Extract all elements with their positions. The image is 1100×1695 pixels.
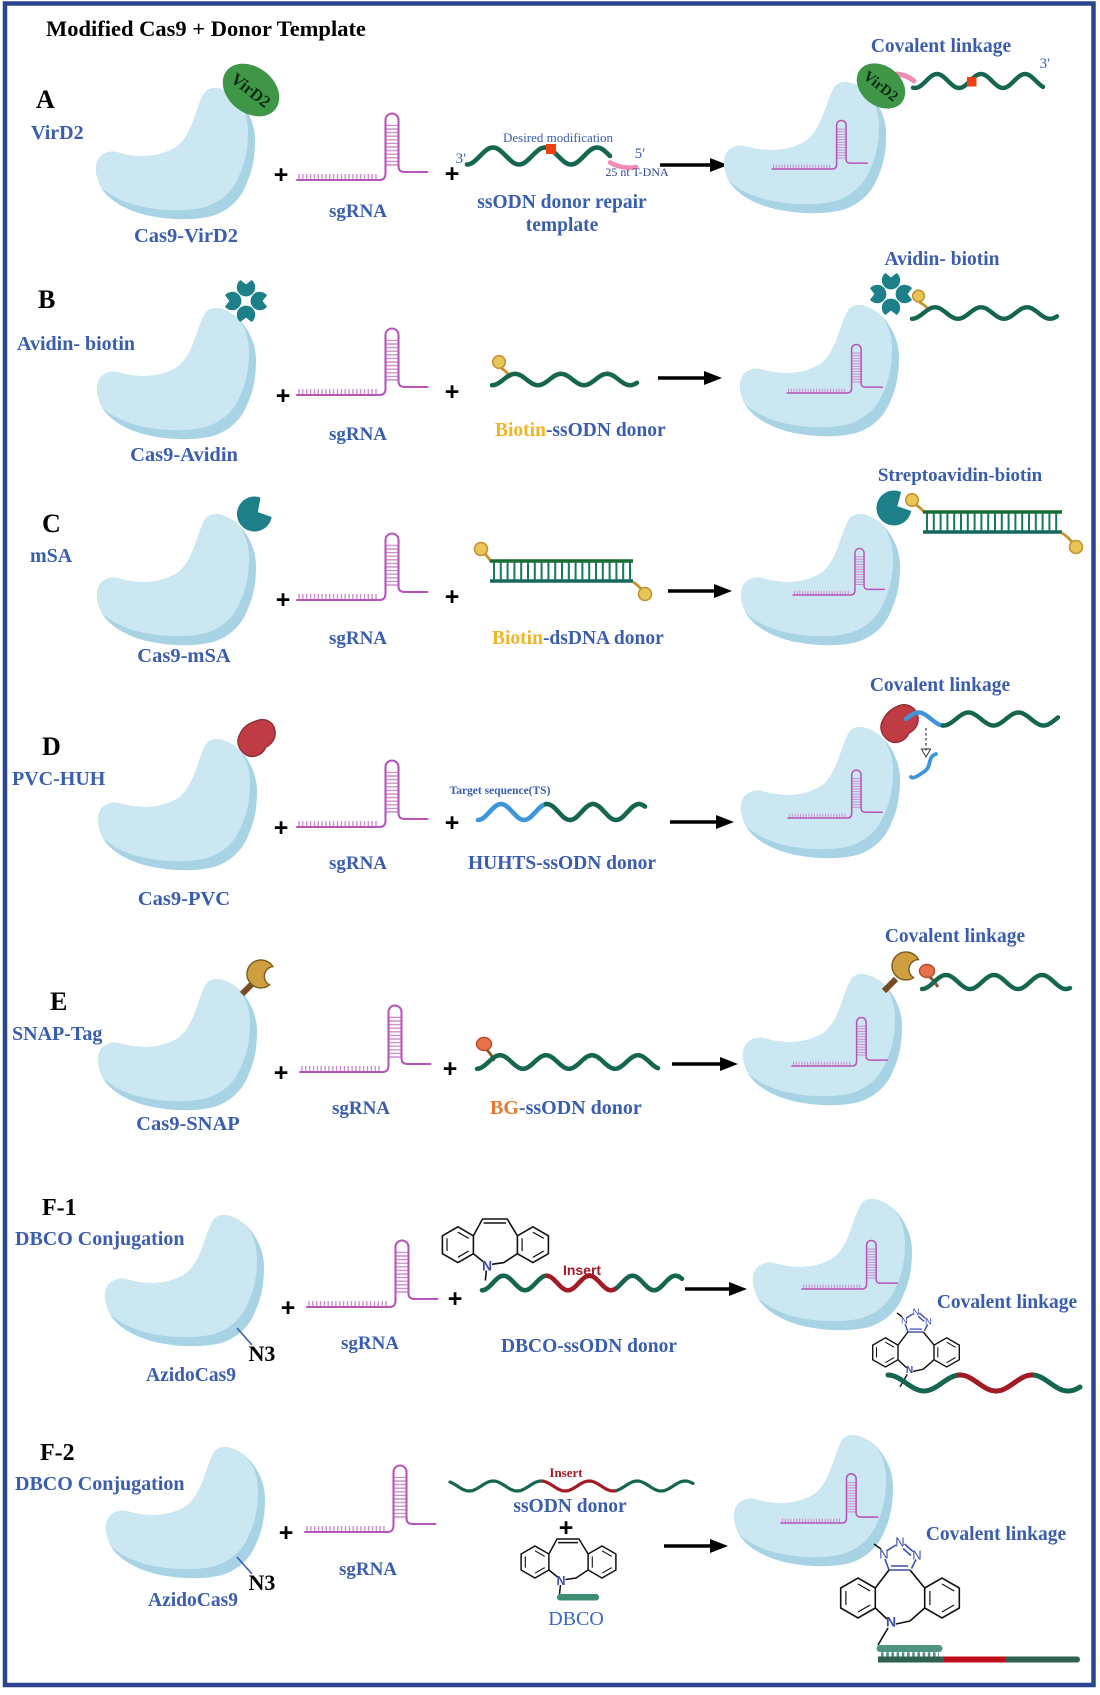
svg-text:F-2: F-2	[40, 1440, 75, 1466]
svg-text:SNAP-Tag: SNAP-Tag	[12, 1023, 102, 1045]
svg-text:sgRNA: sgRNA	[332, 1098, 390, 1119]
svg-text:N: N	[879, 1547, 888, 1562]
svg-text:Streptoavidin-biotin: Streptoavidin-biotin	[878, 465, 1043, 486]
svg-text:Insert: Insert	[563, 1262, 601, 1278]
svg-text:Covalent linkage: Covalent linkage	[885, 926, 1026, 947]
svg-text:3′: 3′	[1040, 56, 1051, 72]
svg-text:3′: 3′	[456, 151, 467, 167]
svg-text:+: +	[448, 1285, 463, 1313]
svg-text:5′: 5′	[635, 146, 646, 162]
svg-text:Biotin-ssODN donor: Biotin-ssODN donor	[495, 420, 666, 441]
svg-text:DBCO: DBCO	[548, 1608, 604, 1630]
svg-text:AzidoCas9: AzidoCas9	[146, 1365, 236, 1386]
svg-text:mSA: mSA	[30, 545, 73, 567]
svg-text:E: E	[50, 987, 67, 1016]
svg-text:Covalent linkage: Covalent linkage	[937, 1292, 1078, 1313]
svg-text:sgRNA: sgRNA	[341, 1333, 399, 1354]
svg-text:DBCO-ssODN donor: DBCO-ssODN donor	[501, 1336, 677, 1357]
svg-text:ssODN donor repair: ssODN donor repair	[477, 192, 647, 213]
svg-text:N3: N3	[249, 1570, 276, 1595]
svg-text:VirD2: VirD2	[31, 122, 84, 144]
svg-text:BG-ssODN donor: BG-ssODN donor	[490, 1097, 642, 1119]
svg-text:N: N	[912, 1548, 921, 1563]
svg-text:sgRNA: sgRNA	[339, 1559, 397, 1580]
svg-text:+: +	[445, 583, 460, 611]
svg-text:D: D	[42, 732, 61, 761]
svg-text:AzidoCas9: AzidoCas9	[148, 1590, 238, 1611]
svg-text:Biotin-dsDNA donor: Biotin-dsDNA donor	[492, 628, 664, 649]
svg-text:+: +	[276, 382, 291, 410]
svg-text:C: C	[42, 509, 61, 538]
svg-text:+: +	[279, 1519, 294, 1547]
svg-text:Covalent linkage: Covalent linkage	[870, 675, 1011, 696]
svg-text:template: template	[526, 215, 599, 236]
svg-text:DBCO Conjugation: DBCO Conjugation	[15, 1228, 184, 1250]
svg-text:+: +	[274, 161, 289, 189]
svg-text:N: N	[925, 1316, 932, 1327]
svg-text:Insert: Insert	[549, 1465, 583, 1480]
svg-text:25 nt T-DNA: 25 nt T-DNA	[605, 165, 669, 179]
svg-text:PVC-HUH: PVC-HUH	[12, 768, 106, 790]
svg-text:sgRNA: sgRNA	[329, 201, 387, 222]
svg-text:+: +	[445, 378, 460, 406]
svg-text:+: +	[445, 809, 460, 837]
svg-text:HUHTS-ssODN donor: HUHTS-ssODN donor	[468, 853, 656, 874]
svg-text:N: N	[556, 1574, 565, 1588]
svg-text:+: +	[559, 1514, 574, 1542]
svg-text:N: N	[482, 1258, 492, 1274]
svg-text:N: N	[901, 1316, 908, 1327]
svg-text:+: +	[274, 814, 289, 842]
svg-text:Avidin- biotin: Avidin- biotin	[884, 249, 999, 270]
svg-text:sgRNA: sgRNA	[329, 853, 387, 874]
svg-text:Desired modification: Desired modification	[503, 130, 614, 145]
svg-text:F-1: F-1	[42, 1195, 77, 1221]
svg-text:Covalent linkage: Covalent linkage	[871, 36, 1012, 57]
svg-text:N: N	[906, 1365, 913, 1376]
svg-text:DBCO Conjugation: DBCO Conjugation	[15, 1473, 184, 1495]
svg-text:Cas9-VirD2: Cas9-VirD2	[134, 225, 238, 247]
svg-text:N: N	[886, 1614, 896, 1630]
svg-text:N3: N3	[249, 1341, 276, 1366]
svg-text:Target sequence(TS): Target sequence(TS)	[450, 785, 551, 797]
svg-text:+: +	[443, 1055, 458, 1083]
svg-text:A: A	[36, 85, 55, 114]
svg-text:Covalent linkage: Covalent linkage	[926, 1524, 1067, 1545]
svg-text:Cas9-SNAP: Cas9-SNAP	[136, 1113, 240, 1135]
svg-text:Cas9-PVC: Cas9-PVC	[138, 888, 230, 910]
svg-text:B: B	[38, 285, 55, 314]
svg-text:sgRNA: sgRNA	[329, 628, 387, 649]
svg-text:+: +	[281, 1294, 296, 1322]
svg-text:+: +	[276, 586, 291, 614]
svg-text:+: +	[445, 160, 460, 188]
svg-text:+: +	[274, 1059, 289, 1087]
svg-text:Avidin- biotin: Avidin- biotin	[17, 333, 135, 355]
svg-text:N: N	[913, 1307, 920, 1318]
svg-text:sgRNA: sgRNA	[329, 424, 387, 445]
svg-text:Modified Cas9 + Donor Template: Modified Cas9 + Donor Template	[46, 16, 366, 41]
svg-text:ssODN donor: ssODN donor	[513, 1496, 627, 1517]
svg-text:N: N	[895, 1535, 904, 1550]
svg-text:Cas9-mSA: Cas9-mSA	[137, 645, 231, 667]
svg-text:Cas9-Avidin: Cas9-Avidin	[130, 444, 238, 466]
